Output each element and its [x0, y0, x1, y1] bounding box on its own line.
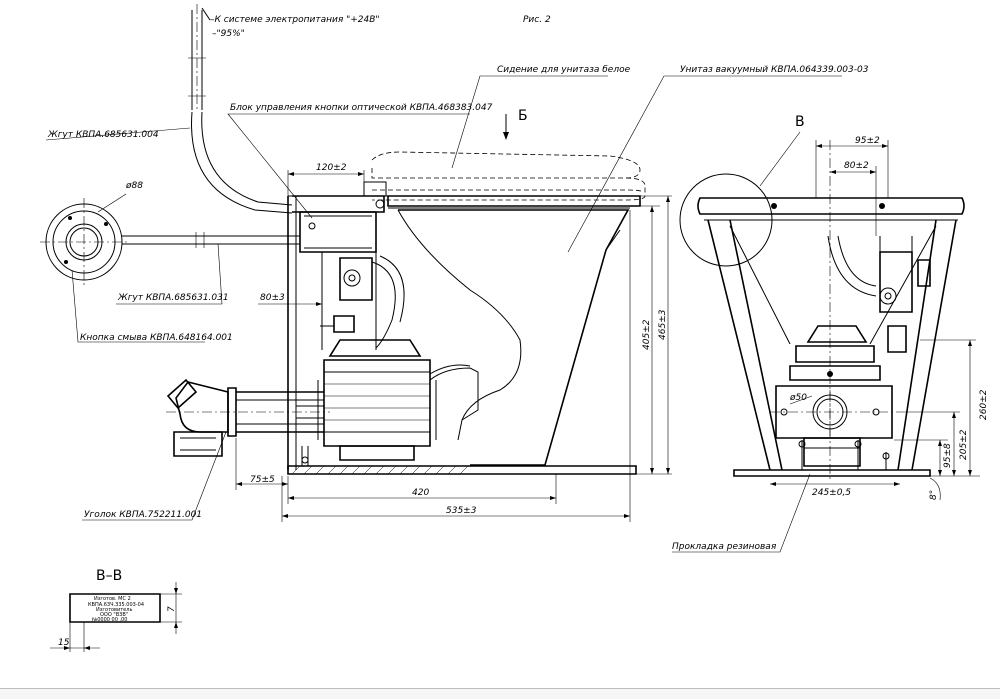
nameplate-line4: ООО "ВЗВ": [100, 612, 128, 618]
dim-205: 205±2: [959, 429, 969, 460]
dim-80-side: 80±3: [260, 293, 285, 303]
dim-120: 120±2: [316, 163, 347, 173]
side-view: [166, 151, 646, 475]
dim-15: 15: [58, 638, 70, 648]
view-b-arrow: [503, 114, 509, 140]
callout-elbow: Уголок КВПА.752211.001: [84, 510, 202, 520]
callout-control-unit: Блок управления кнопки оптической КВПА.4…: [230, 103, 493, 113]
nameplate-text: Изготов. МС 2 КВПА.6ЗЧ.З35.003-04 Изгото…: [88, 596, 144, 623]
callout-toilet: Унитаз вакуумный КВПА.064339.003-03: [680, 65, 869, 75]
callout-seat: Сидение для унитаза белое: [497, 65, 631, 75]
dim-7: 7: [167, 606, 177, 612]
dim-80-front: 80±2: [844, 161, 869, 171]
harness-curve: [191, 111, 293, 214]
section-label: В–В: [96, 568, 122, 584]
front-view: В: [679, 114, 965, 480]
side-dimensions: [235, 170, 672, 522]
figure-label: Рис. 2: [523, 15, 551, 25]
nameplate-line5: №0000 00 .00: [92, 617, 127, 623]
dim-245: 245±0,5: [812, 488, 851, 498]
view-v-label: В: [795, 114, 805, 130]
dim-50: ø50: [789, 393, 807, 403]
callout-harness-1: Жгут КВПА.685631.004: [47, 130, 159, 140]
harness-2-line: [122, 232, 300, 248]
nameplate-line1: Изготов. МС 2: [94, 596, 131, 602]
nameplate-line3: Изготовитель: [96, 607, 132, 613]
power-cable: [188, 4, 211, 112]
callout-gasket: Прокладка резиновая: [672, 542, 777, 552]
dim-95-8: 95±8: [943, 443, 953, 468]
dim-75: 75±5: [250, 475, 275, 485]
dim-d88: ø88: [125, 181, 143, 191]
view-b-label: Б: [518, 108, 528, 124]
dim-8deg: 8°: [929, 490, 939, 500]
dim-260: 260±2: [979, 389, 989, 420]
callout-lines: [45, 75, 842, 553]
flush-button-drawing: [40, 198, 128, 286]
dim-535: 535±3: [446, 506, 477, 516]
dim-95: 95±2: [855, 136, 880, 146]
viewer-footer-bar: [0, 688, 1000, 699]
nameplate-line2: КВПА.6ЗЧ.З35.003-04: [88, 602, 144, 608]
dim-405: 405±2: [642, 319, 652, 350]
power-note-line1: –К системе электропитания "+24В": [210, 15, 380, 25]
callout-harness-2: Жгут КВПА.685631.031: [117, 293, 229, 303]
dim-465: 465±3: [658, 309, 668, 340]
callout-flush-button: Кнопка смыва КВПА.648164.001: [80, 333, 233, 343]
nameplate-drawing: [50, 582, 182, 652]
dim-420: 420: [412, 488, 429, 498]
power-note-line2: –"95%": [212, 29, 245, 39]
front-dimensions: [770, 140, 980, 501]
